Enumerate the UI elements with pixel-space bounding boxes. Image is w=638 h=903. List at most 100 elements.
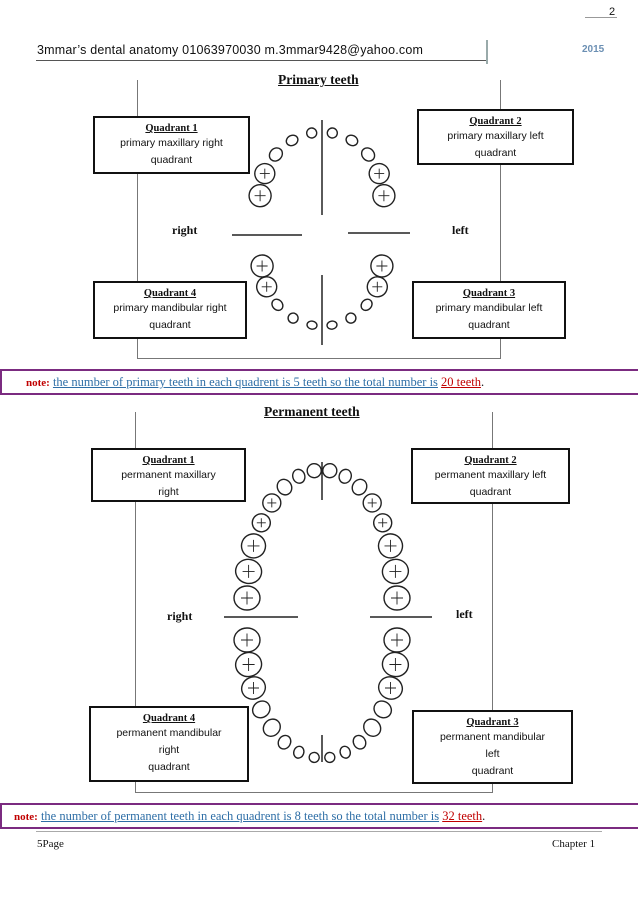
tooth-fissure: [372, 281, 383, 292]
tooth-shape: [271, 298, 284, 312]
tooth-shape: [306, 463, 322, 479]
note-primary-text: the number of primary teeth in each quad…: [52, 375, 438, 389]
tooth-shape: [308, 751, 320, 764]
primary-q4-line2: quadrant: [149, 319, 191, 331]
tooth-shape: [360, 298, 373, 312]
primary-q3-title: Quadrant 3: [462, 288, 516, 299]
primary-q1-title: Quadrant 1: [145, 123, 198, 134]
primary-q1-line2: quadrant: [150, 154, 193, 166]
tooth-shape: [262, 718, 281, 737]
note-permanent-text: the number of permanent teeth in each qu…: [40, 809, 440, 823]
permanent-left-label: left: [456, 607, 473, 621]
tooth-fissure: [242, 658, 255, 671]
primary-frame: [137, 80, 501, 359]
tooth-shape: [276, 478, 293, 496]
permanent-q2-line1: permanent maxillary left: [434, 469, 547, 481]
primary-quadrant-2-box: Quadrant 2 primary maxillary left quadra…: [417, 109, 574, 165]
tooth-shape: [363, 718, 382, 737]
tooth-shape: [268, 147, 284, 162]
permanent-quadrant-4-box: Quadrant 4 permanent mandibular right qu…: [89, 706, 249, 782]
primary-q2-line1: primary maxillary left: [447, 130, 544, 142]
permanent-q3-line1: permanent mandibular: [439, 731, 546, 743]
tooth-fissure: [247, 539, 260, 552]
permanent-arch-teeth: [233, 463, 411, 764]
tooth-shape: [345, 134, 359, 147]
primary-q2-title: Quadrant 2: [469, 116, 522, 127]
tooth-fissure: [259, 168, 270, 179]
tooth-fissure: [248, 682, 259, 694]
tooth-fissure: [378, 518, 388, 528]
primary-arch-teeth: [248, 127, 396, 330]
footer-rule: [36, 831, 602, 832]
tooth-fissure: [389, 658, 402, 671]
tooth-fissure: [256, 518, 266, 528]
tooth-fissure: [256, 260, 268, 272]
tooth-fissure: [391, 591, 403, 605]
primary-q4-line1: primary mandibular right: [113, 302, 227, 314]
note-permanent-label: note:: [14, 811, 38, 823]
primary-right-label: right: [172, 223, 198, 237]
tooth-shape: [324, 751, 336, 764]
page-number-top: 2: [609, 6, 616, 18]
tooth-shape: [291, 468, 306, 484]
tooth-fissure: [254, 190, 266, 202]
primary-quadrant-4-box: Quadrant 4 primary mandibular right quad…: [93, 281, 247, 339]
permanent-q4-line3: quadrant: [148, 761, 190, 773]
footer-page: 5Page: [37, 838, 64, 850]
primary-q3-line1: primary mandibular left: [435, 302, 543, 314]
note-primary-end: .: [480, 375, 485, 389]
note-primary: note: the number of primary teeth in eac…: [0, 369, 638, 395]
permanent-q1-line1: permanent maxillary: [121, 469, 216, 481]
permanent-q1-line2: right: [158, 486, 179, 498]
tooth-shape: [360, 147, 376, 162]
permanent-q3-line3: quadrant: [471, 765, 514, 777]
primary-quadrant-3-box: Quadrant 3 primary mandibular left quadr…: [412, 281, 566, 339]
header-year: 2015: [582, 44, 605, 55]
tooth-fissure: [367, 498, 377, 508]
note-permanent-number: 32 teeth: [442, 809, 483, 823]
note-permanent-end: .: [482, 809, 486, 823]
tooth-shape: [306, 320, 318, 330]
tooth-fissure: [385, 682, 396, 694]
tooth-fissure: [241, 633, 253, 647]
footer-chapter: Chapter 1: [552, 838, 596, 850]
permanent-frame: [135, 412, 493, 793]
permanent-quadrant-2-box: Quadrant 2 permanent maxillary left quad…: [411, 448, 570, 504]
tooth-fissure: [378, 190, 390, 202]
permanent-q3-line2: left: [485, 748, 500, 760]
page-number-rule: [585, 17, 617, 18]
note-permanent: note: the number of permanent teeth in e…: [0, 803, 638, 829]
primary-q2-line2: quadrant: [474, 147, 517, 159]
permanent-quadrant-1-box: Quadrant 1 permanent maxillary right: [91, 448, 246, 502]
tooth-fissure: [384, 539, 397, 552]
tooth-shape: [373, 700, 393, 719]
primary-q3-line2: quadrant: [468, 319, 510, 331]
permanent-title: Permanent teeth: [262, 404, 362, 420]
tooth-fissure: [261, 281, 272, 292]
tooth-shape: [322, 463, 338, 479]
tooth-shape: [287, 312, 299, 324]
tooth-shape: [326, 320, 338, 330]
tooth-shape: [351, 478, 368, 496]
tooth-shape: [352, 734, 367, 750]
tooth-shape: [339, 745, 352, 759]
tooth-fissure: [241, 591, 253, 605]
tooth-shape: [251, 700, 271, 719]
tooth-shape: [338, 468, 353, 484]
tooth-fissure: [242, 564, 255, 578]
permanent-q4-line1: permanent mandibular: [116, 727, 222, 739]
tooth-fissure: [376, 260, 388, 272]
tooth-shape: [277, 734, 292, 750]
permanent-q2-title: Quadrant 2: [464, 455, 517, 466]
permanent-q2-line2: quadrant: [469, 486, 512, 498]
tooth-shape: [326, 127, 338, 139]
primary-title: Primary teeth: [276, 72, 361, 88]
tooth-fissure: [374, 168, 385, 179]
header-divider: [486, 40, 488, 64]
tooth-fissure: [389, 564, 402, 578]
tooth-shape: [292, 745, 305, 759]
tooth-shape: [285, 134, 299, 147]
permanent-q3-title: Quadrant 3: [466, 717, 519, 728]
